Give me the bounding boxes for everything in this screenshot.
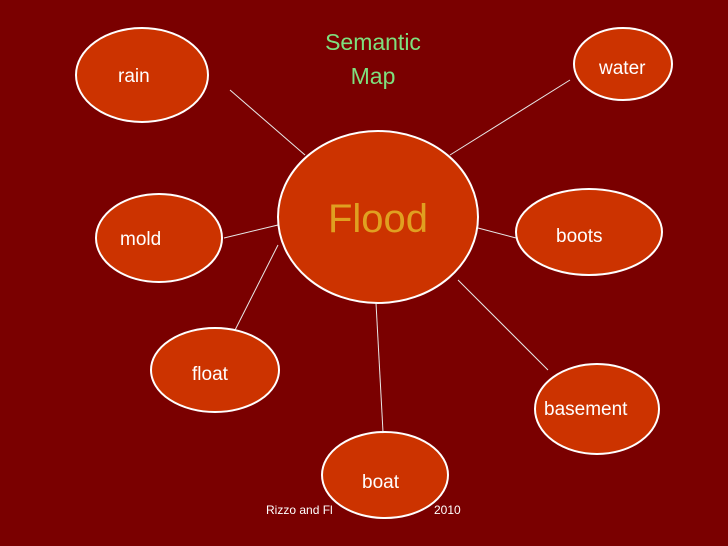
connectors — [223, 79, 571, 433]
connector-boots — [477, 227, 517, 239]
node-float: float — [150, 327, 280, 413]
connector-rain — [229, 89, 306, 156]
footer-right: 2010 — [434, 503, 461, 517]
node-label-boat: boat — [362, 472, 400, 493]
node-label-rain: rain — [118, 66, 150, 87]
center-label: Flood — [328, 197, 428, 241]
connector-float — [229, 244, 279, 341]
title-line-2: Map — [351, 63, 396, 89]
title-line-1: Semantic — [325, 29, 421, 55]
node-basement: basement — [534, 363, 660, 455]
connector-boat — [375, 302, 384, 433]
node-boat: boat — [321, 431, 449, 519]
node-label-mold: mold — [120, 229, 161, 250]
node-label-boots: boots — [556, 226, 602, 247]
connector-water — [449, 79, 571, 156]
footer-left: Rizzo and Fl — [266, 503, 333, 517]
connector-mold — [223, 224, 279, 239]
node-label-float: float — [192, 364, 229, 385]
connector-basement — [457, 279, 549, 371]
node-water: water — [573, 27, 673, 101]
center-node: Flood — [277, 130, 479, 304]
node-mold: mold — [95, 193, 223, 283]
node-label-basement: basement — [544, 399, 628, 420]
node-rain: rain — [75, 27, 209, 123]
node-boots: boots — [515, 188, 663, 276]
node-label-water: water — [598, 58, 646, 79]
